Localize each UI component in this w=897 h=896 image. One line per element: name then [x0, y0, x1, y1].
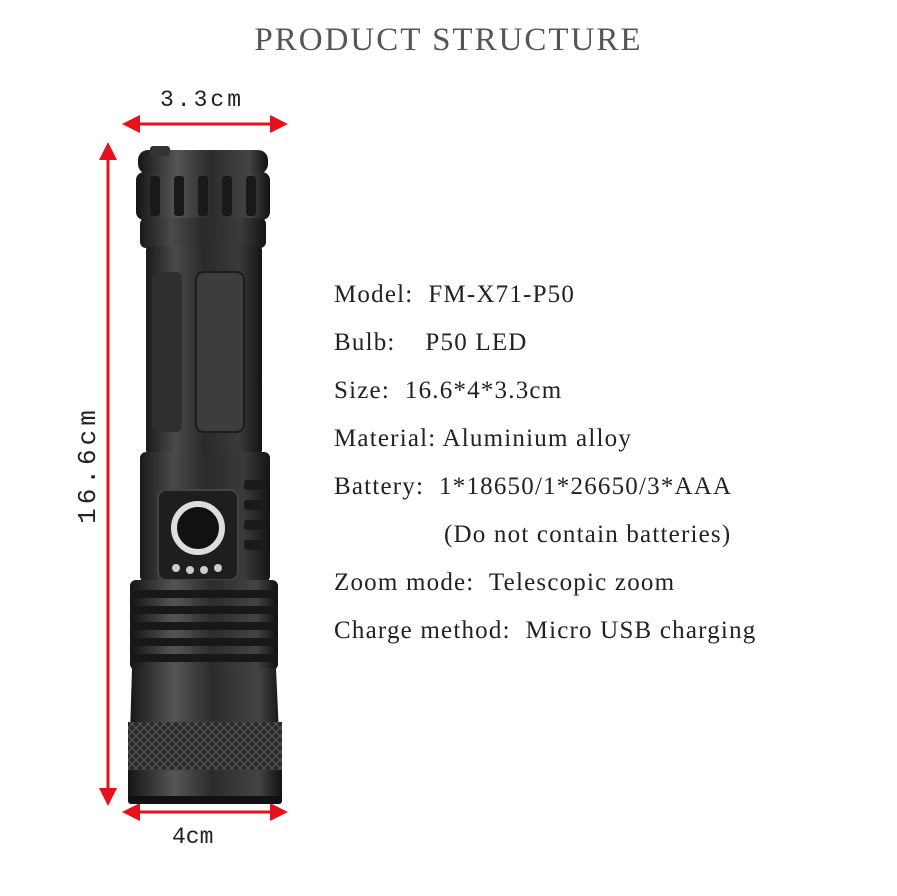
spec-label: Charge method:: [334, 617, 511, 644]
spec-size: Size: 16.6*4*3.3cm: [334, 374, 874, 422]
spec-value: Aluminium alloy: [442, 425, 633, 452]
spec-bulb: Bulb: P50 LED: [334, 326, 874, 374]
flashlight-image: [128, 146, 282, 804]
spec-label: Material:: [334, 425, 437, 452]
spec-label: Battery:: [334, 473, 425, 500]
spec-value: 16.6*4*3.3cm: [404, 377, 563, 404]
spec-value: (Do not contain batteries): [444, 521, 732, 548]
spec-label: Model:: [334, 281, 414, 308]
spec-label: Size:: [334, 377, 390, 404]
arrow-vertical: [99, 142, 117, 806]
spec-label: Bulb:: [334, 329, 396, 356]
spec-material: Material: Aluminium alloy: [334, 422, 874, 470]
spec-value: P50 LED: [425, 329, 528, 356]
spec-value: FM-X71-P50: [428, 281, 576, 308]
spec-value: 1*18650/1*26650/3*AAA: [439, 473, 733, 500]
spec-battery: Battery: 1*18650/1*26650/3*AAA: [334, 470, 874, 518]
spec-zoom: Zoom mode: Telescopic zoom: [334, 566, 874, 614]
page-title: PRODUCT STRUCTURE: [254, 22, 643, 58]
spec-label: Zoom mode:: [334, 569, 475, 596]
dimension-bottom-label: 4cm: [172, 824, 214, 850]
arrow-bottom: [122, 803, 288, 821]
spec-list: Model: FM-X71-P50 Bulb: P50 LED Size: 16…: [334, 278, 874, 662]
spec-battery-note: (Do not contain batteries): [334, 518, 874, 566]
arrow-top: [122, 115, 288, 133]
spec-value: Micro USB charging: [525, 617, 757, 644]
spec-model: Model: FM-X71-P50: [334, 278, 874, 326]
spec-charge: Charge method: Micro USB charging: [334, 614, 874, 662]
dimension-top-label: 3.3cm: [160, 87, 245, 113]
spec-value: Telescopic zoom: [488, 569, 676, 596]
